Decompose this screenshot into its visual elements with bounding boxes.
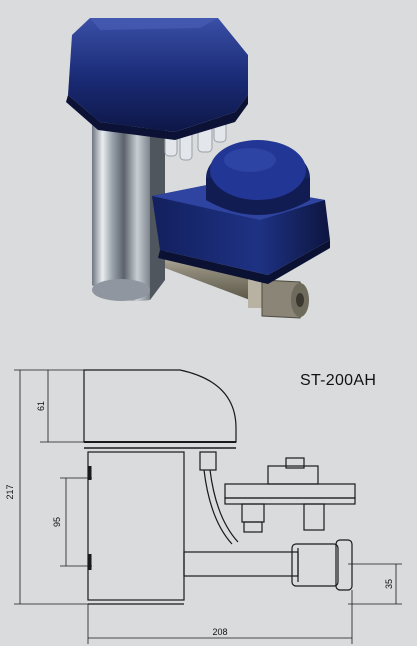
top-cover (66, 18, 248, 140)
dim-inner-height: 95 (52, 517, 62, 527)
dim-total-width: 208 (212, 627, 227, 637)
actuator-housing (152, 140, 330, 284)
drawing-actuator (224, 483, 356, 499)
drawing-top-cover (83, 369, 237, 443)
product-photo (66, 18, 330, 319)
dim-outlet-height: 35 (384, 579, 394, 589)
dim-top-cover-height: 61 (36, 401, 46, 411)
dim-total-height: 217 (5, 484, 15, 499)
chrome-body (92, 105, 165, 301)
technical-drawing: 217 61 95 35 208 (5, 369, 402, 644)
drawing-body (87, 451, 185, 601)
drawing-pipe (183, 551, 299, 577)
model-label: ST-200AH (300, 372, 377, 389)
